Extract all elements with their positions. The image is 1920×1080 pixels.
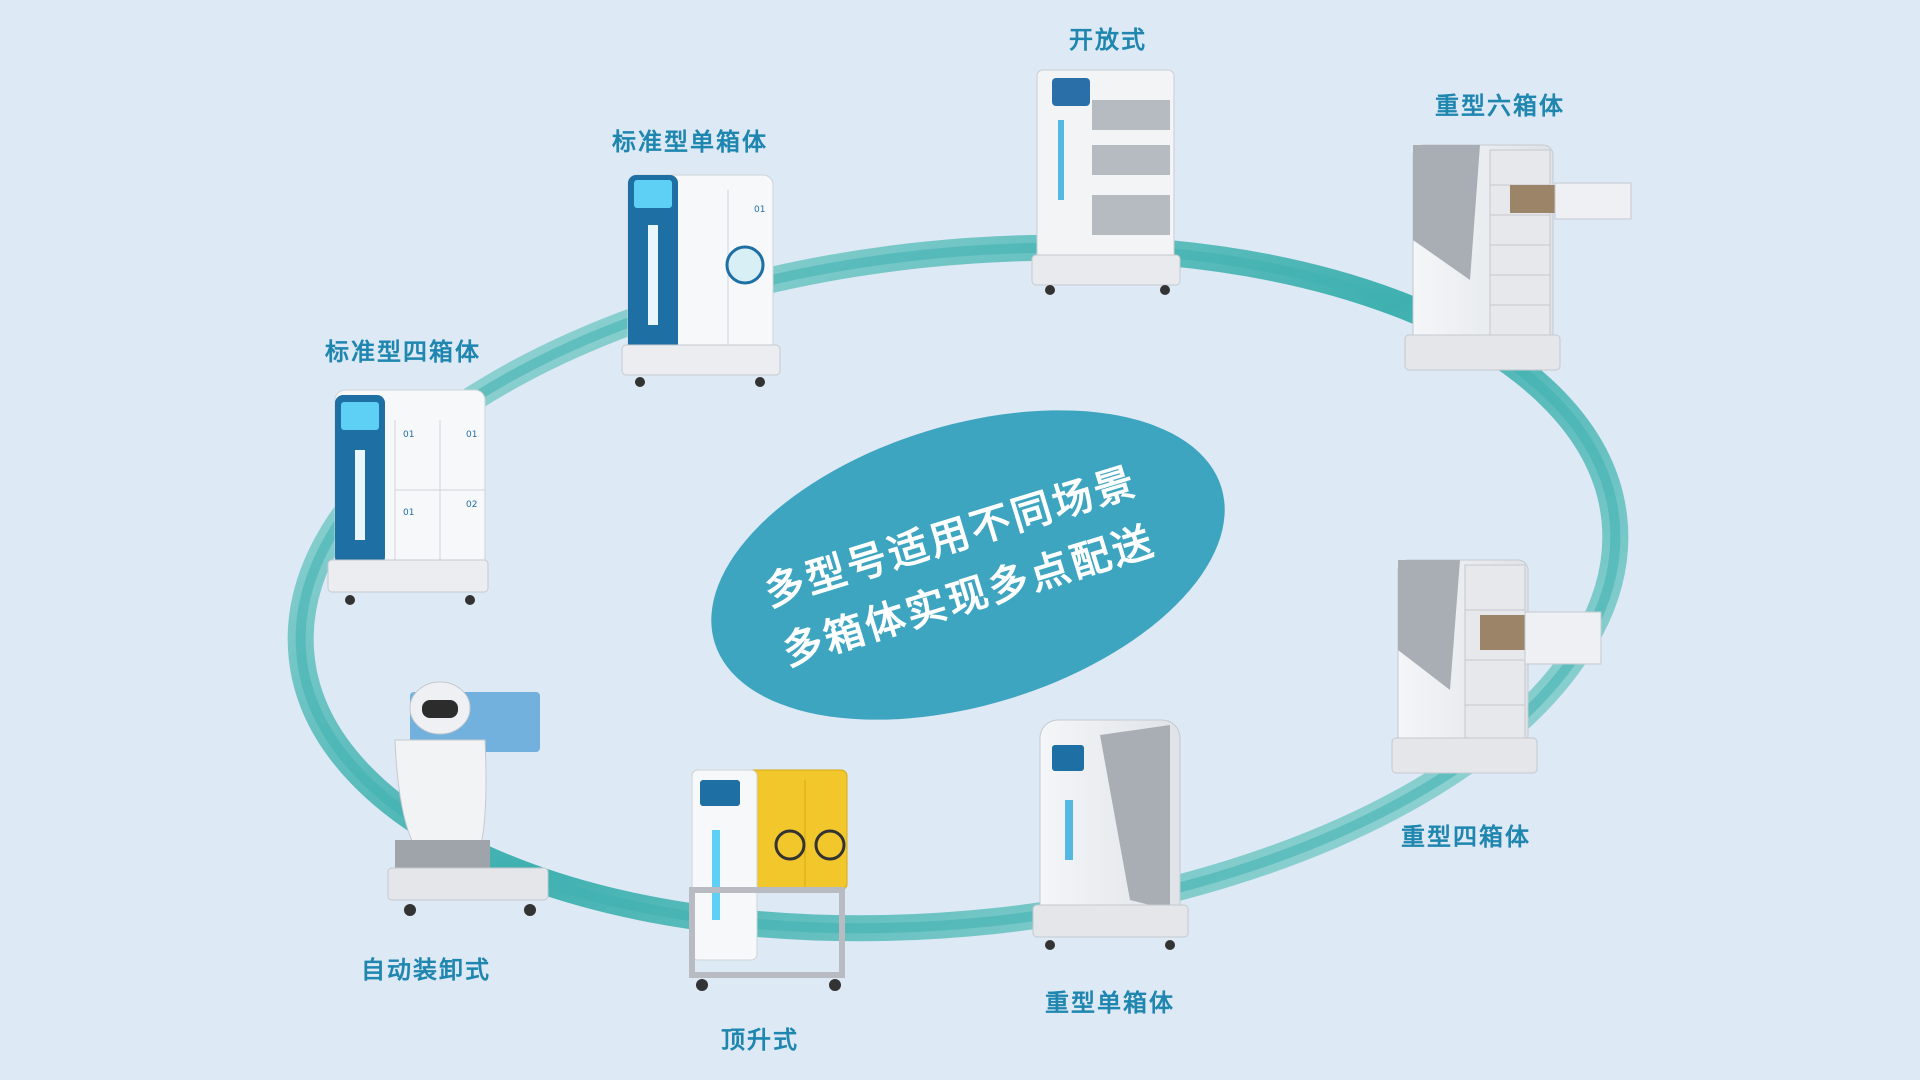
box-number-tag: 01 <box>403 430 415 440</box>
robot-heavy-single <box>1032 719 1189 950</box>
slogan-ellipse <box>711 410 1225 720</box>
label-open-type: 开放式 <box>1069 26 1147 54</box>
robot-standard-four <box>327 389 489 605</box>
box-number-tag: 02 <box>466 500 478 510</box>
label-lift-type: 顶升式 <box>721 1026 799 1054</box>
label-heavy-single: 重型单箱体 <box>1045 989 1175 1017</box>
robot-heavy-four <box>1391 559 1602 774</box>
robot-lift-type <box>689 769 848 991</box>
robot-standard-single <box>621 174 781 387</box>
label-heavy-six: 重型六箱体 <box>1435 92 1565 120</box>
box-number-tag: 01 <box>403 508 415 518</box>
box-number-tag: 01 <box>754 205 766 215</box>
label-heavy-four: 重型四箱体 <box>1401 823 1531 851</box>
robot-heavy-six <box>1404 144 1632 371</box>
robot-open-type <box>1031 69 1181 295</box>
robot-auto-load <box>387 681 549 916</box>
label-standard-single: 标准型单箱体 <box>612 128 768 156</box>
box-number-tag: 01 <box>466 430 478 440</box>
label-auto-load: 自动装卸式 <box>361 956 491 984</box>
label-standard-four: 标准型四箱体 <box>325 338 481 366</box>
delivery-ring <box>287 234 1629 942</box>
